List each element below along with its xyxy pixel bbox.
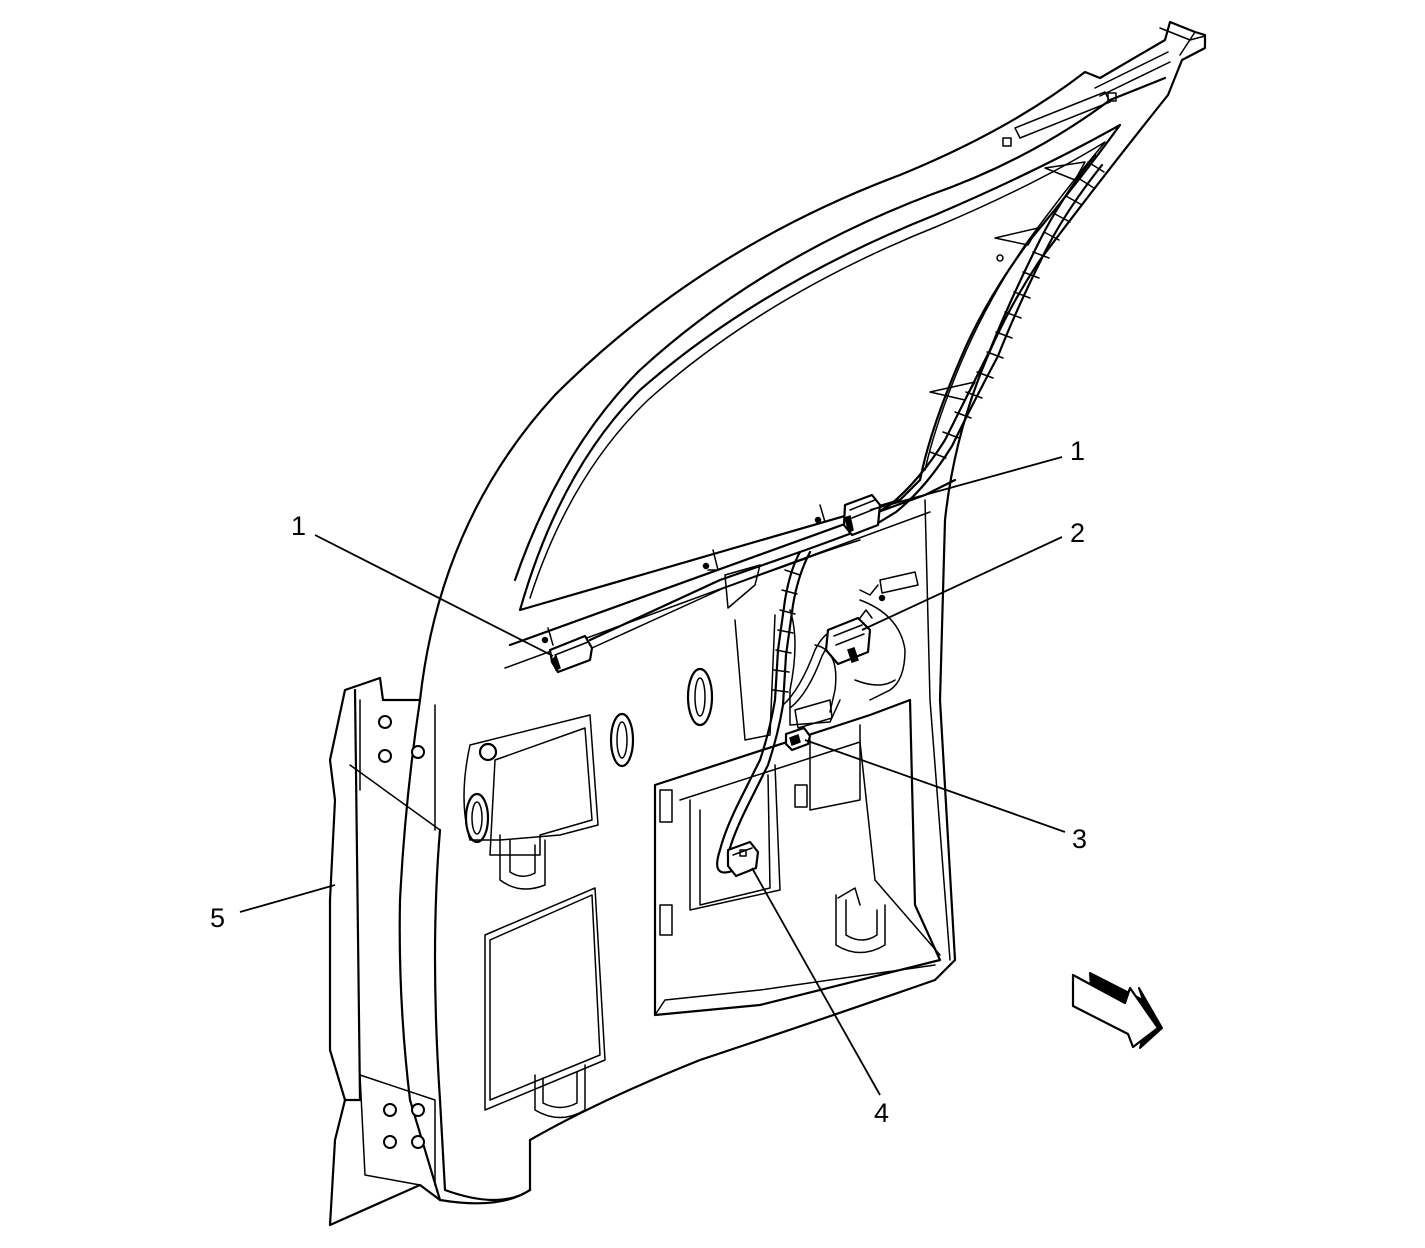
connector-1-right	[842, 493, 882, 537]
leader-4	[751, 867, 881, 1096]
leader-lines	[239, 456, 1066, 1096]
connector-3	[784, 726, 812, 752]
callout-1-right: 1	[1070, 436, 1085, 466]
leader-3	[804, 739, 1066, 833]
callout-labels: 1 1 2 3 4 5	[210, 436, 1087, 1128]
leader-1b	[869, 456, 1063, 511]
callout-4: 4	[874, 1098, 889, 1128]
callout-5: 5	[210, 903, 225, 933]
callout-2: 2	[1070, 518, 1085, 548]
connector-1-left	[548, 634, 594, 674]
direction-arrow-icon	[1071, 972, 1163, 1049]
door-panel	[328, 20, 1207, 1227]
connector-2	[824, 609, 873, 666]
leader-1a	[314, 534, 554, 657]
callout-1-left: 1	[291, 511, 306, 541]
leader-2	[861, 536, 1063, 631]
callout-3: 3	[1072, 824, 1087, 854]
connector-4	[726, 840, 760, 878]
leader-5	[239, 884, 336, 913]
